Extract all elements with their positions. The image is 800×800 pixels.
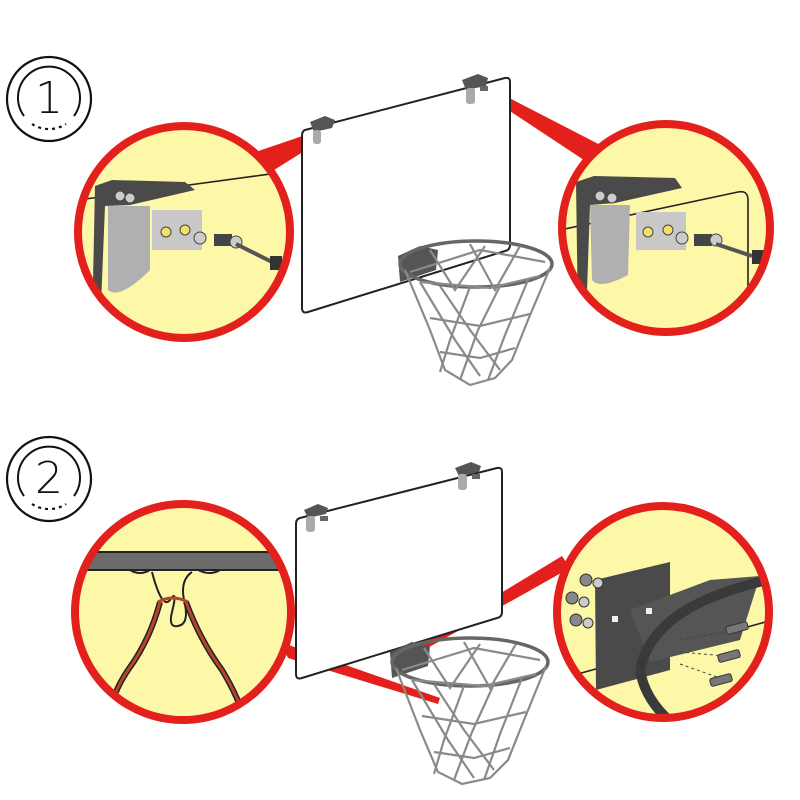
callout-rim-bracket [553,502,773,722]
left-bracket [310,116,335,132]
step-1-illustration [74,74,774,387]
step-number-ring-icon [5,55,93,143]
step-1-badge: 1 [4,54,94,144]
right-bracket [455,462,481,476]
callout-left-bracket [74,122,294,342]
hoop [398,239,554,387]
step-2-badge: 2 [4,434,94,524]
backboard [301,74,511,314]
left-bracket [304,504,328,518]
hoop [390,636,550,786]
callout-right-bracket [558,120,774,336]
callout-net-hook [71,500,295,724]
step-1-number: 1 [35,73,63,124]
step-2-illustration [71,462,773,786]
backboard [295,462,503,680]
step-2: 2 [0,380,800,786]
step-2-number: 2 [35,453,63,504]
step-1: 1 [4,54,774,387]
step-number-ring-icon [5,435,93,523]
